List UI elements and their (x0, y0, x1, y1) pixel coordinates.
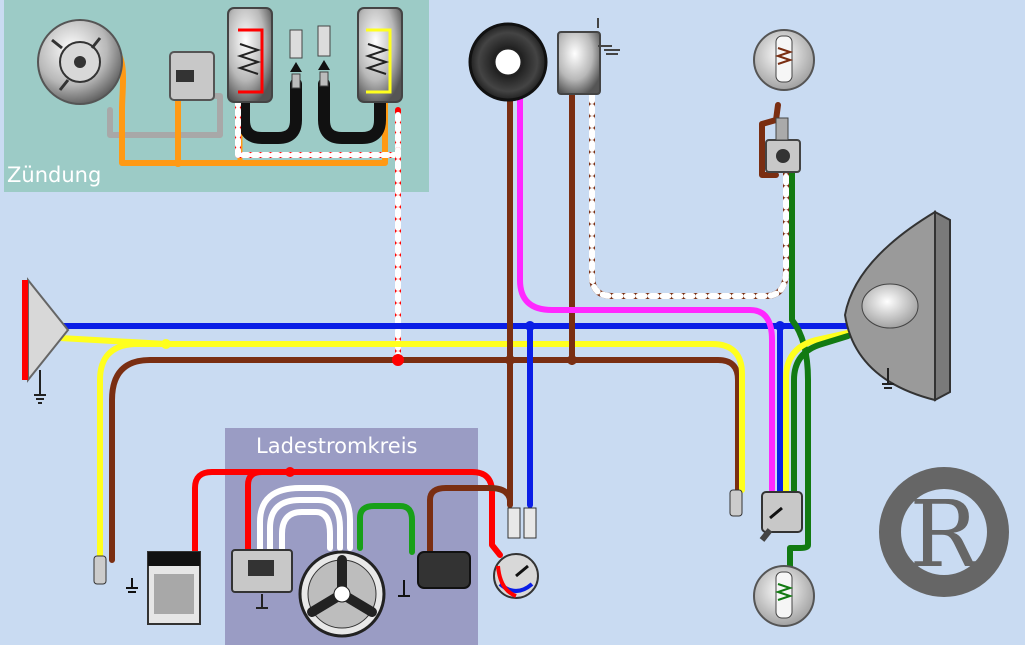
spark-plug-left (289, 29, 303, 89)
red-charge-junction (285, 467, 295, 477)
rear-connector (93, 555, 107, 585)
blue-junction-1 (525, 321, 535, 331)
orange-junction (174, 159, 182, 167)
front-indicator-lamp (753, 29, 815, 91)
rear-brake-switch (729, 489, 743, 517)
charging-wires (192, 467, 513, 558)
r-logo: R (879, 467, 1009, 597)
yellow-junction (161, 339, 171, 349)
charging-panel-label: Ladestromkreis (256, 434, 418, 458)
brown-junction-1 (505, 355, 515, 365)
ignition-coil-left (227, 7, 273, 103)
voltage-regulator (557, 18, 620, 95)
battery (126, 551, 201, 625)
ignition-rectifier (169, 51, 215, 101)
alternator (298, 550, 386, 638)
rear-light (22, 277, 70, 404)
spark-plug-right (317, 25, 331, 87)
charging-rectifier (231, 549, 293, 609)
ignition-lock (493, 507, 539, 599)
r-logo-letter: R (909, 481, 981, 588)
main-harness (57, 85, 903, 578)
ignition-panel-label: Zündung (7, 163, 101, 187)
horn (468, 22, 548, 102)
charge-regulator (398, 551, 471, 597)
brake-light-switch (765, 117, 801, 173)
rear-indicator-lamp (753, 565, 815, 627)
brown-junction-2 (567, 355, 577, 365)
handlebar-switch (759, 491, 803, 542)
magneto-generator (37, 19, 123, 105)
ignition-coil-right (357, 7, 403, 103)
red-junction (392, 354, 404, 366)
headlight (843, 210, 951, 402)
